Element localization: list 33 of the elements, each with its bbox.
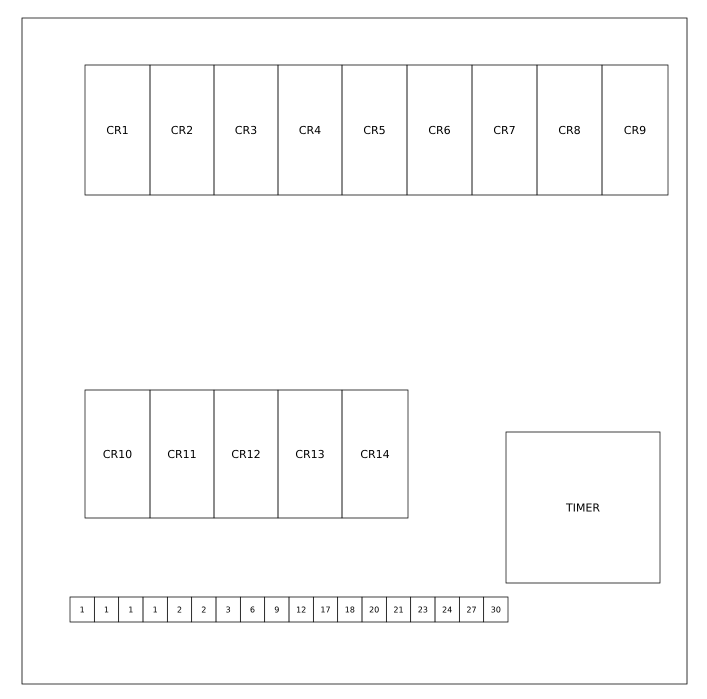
terminal-cell: 9 [264, 596, 290, 622]
terminal-cell: 1 [142, 596, 168, 622]
terminal-cell: 12 [288, 596, 314, 622]
timer-box: TIMER [506, 432, 660, 584]
relay-box: CR8 [536, 64, 602, 196]
terminal-cell: 23 [410, 596, 436, 622]
terminal-cell: 17 [312, 596, 338, 622]
terminal-cell: 24 [434, 596, 460, 622]
terminal-cell: 1 [70, 596, 95, 622]
terminal-cell: 27 [458, 596, 484, 622]
terminal-cell: 1 [94, 596, 120, 622]
relay-box: CR10 [84, 390, 150, 518]
terminal-cell: 2 [191, 596, 216, 622]
relay-box: CR6 [406, 64, 472, 196]
terminal-cell: 2 [166, 596, 192, 622]
relay-box: CR13 [278, 390, 342, 518]
relay-box: CR5 [342, 64, 408, 196]
relay-box: CR1 [84, 64, 150, 196]
relay-box: CR9 [602, 64, 668, 196]
relay-box: CR4 [278, 64, 342, 196]
terminal-cell: 6 [240, 596, 266, 622]
terminal-cell: 1 [118, 596, 144, 622]
relay-box: CR12 [214, 390, 278, 518]
terminal-cell: 21 [386, 596, 412, 622]
terminal-cell: 30 [483, 596, 508, 622]
terminal-cell: 3 [216, 596, 241, 622]
terminal-cell: 18 [337, 596, 362, 622]
relay-box: CR11 [150, 390, 214, 518]
relay-box: CR2 [150, 64, 214, 196]
relay-box: CR7 [472, 64, 538, 196]
relay-box: CR14 [342, 390, 408, 518]
relay-box: CR3 [214, 64, 278, 196]
terminal-cell: 20 [362, 596, 387, 622]
